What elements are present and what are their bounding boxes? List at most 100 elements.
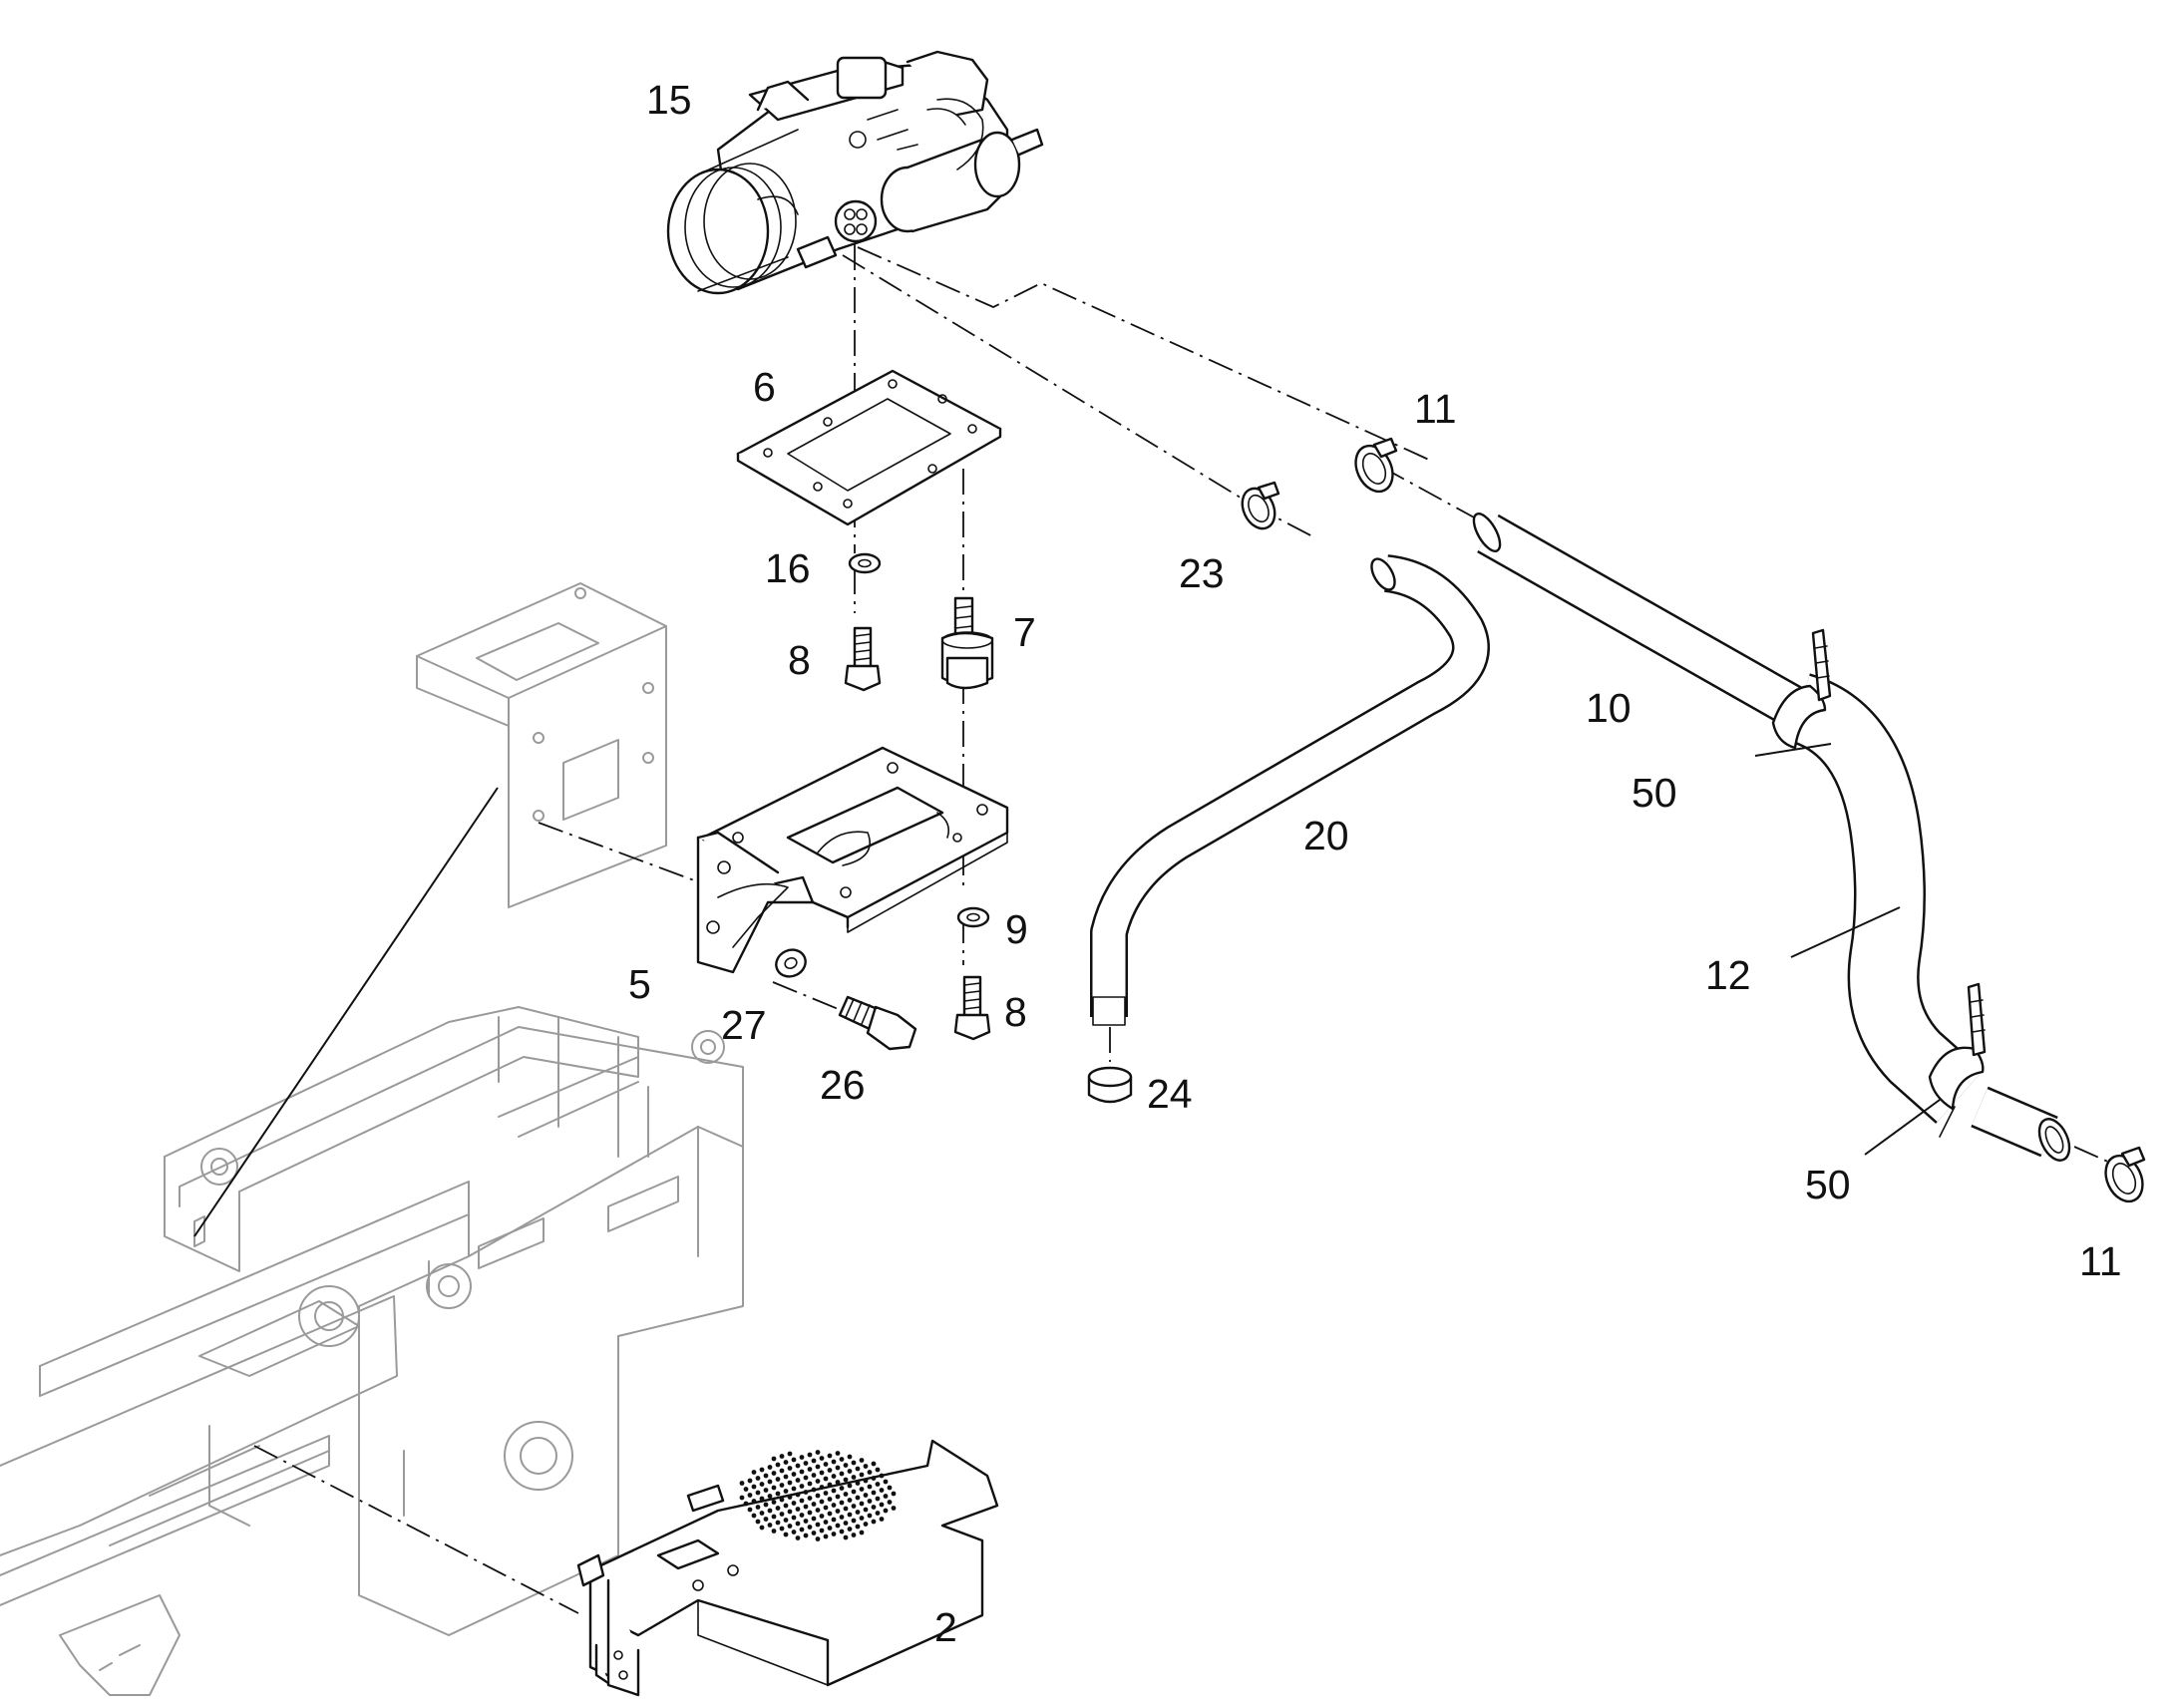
callout-24: 24: [1147, 1071, 1193, 1117]
grille-hole: [827, 1526, 833, 1531]
grille-hole: [811, 1531, 817, 1536]
grille-hole: [859, 1501, 865, 1507]
grille-hole: [807, 1510, 813, 1516]
hose-clamp-50-upper: [1771, 628, 1832, 750]
grille-hole: [767, 1465, 773, 1470]
grille-hole: [739, 1481, 745, 1486]
callout-50-lower: 50: [1805, 1162, 1851, 1207]
grille-hole: [843, 1477, 849, 1483]
grille-hole: [891, 1491, 897, 1497]
grille-hole: [807, 1452, 813, 1458]
grille-hole: [823, 1520, 829, 1525]
grille-hole: [883, 1494, 889, 1499]
grille-hole: [803, 1490, 809, 1495]
grille-hole: [835, 1509, 841, 1514]
hose-12: [1788, 673, 2071, 1162]
grille-hole: [847, 1527, 853, 1532]
grille-hole: [779, 1526, 785, 1532]
grille-hole: [879, 1517, 885, 1522]
grille-hole: [851, 1475, 857, 1480]
grille-hole: [879, 1473, 885, 1479]
hose-clamp-23: [1241, 481, 1280, 530]
grille-hole: [823, 1462, 829, 1467]
grille-hole: [863, 1493, 869, 1498]
callout-12: 12: [1705, 952, 1751, 998]
cover-grille: [739, 1450, 897, 1541]
grille-hole: [847, 1454, 853, 1460]
grille-hole: [851, 1489, 857, 1495]
grille-hole: [859, 1516, 865, 1521]
grille-hole: [815, 1464, 821, 1470]
grille-hole: [795, 1521, 801, 1527]
washer-9: [956, 906, 990, 928]
grille-hole: [795, 1536, 801, 1540]
callout-6: 6: [753, 364, 776, 410]
grille-hole: [771, 1471, 777, 1476]
grille-hole: [847, 1512, 853, 1518]
grille-hole: [863, 1522, 869, 1527]
grille-hole: [771, 1456, 777, 1462]
grille-hole: [843, 1506, 849, 1512]
mounting-bracket: [696, 746, 1009, 974]
grille-hole: [835, 1451, 841, 1456]
grille-hole: [807, 1481, 813, 1487]
grille-hole: [823, 1505, 829, 1511]
grille-hole: [783, 1503, 789, 1509]
grille-hole: [843, 1492, 849, 1497]
grille-hole: [835, 1494, 841, 1500]
grille-hole: [763, 1473, 769, 1479]
heater-unit: [666, 50, 1044, 295]
grille-hole: [855, 1481, 861, 1486]
grille-hole: [815, 1450, 821, 1455]
grille-hole: [823, 1534, 829, 1539]
grille-hole: [831, 1474, 837, 1479]
grille-hole: [831, 1517, 837, 1523]
grille-hole: [751, 1484, 757, 1490]
grille-hole: [859, 1530, 865, 1536]
grille-hole: [759, 1496, 765, 1502]
grille-hole: [803, 1504, 809, 1510]
grille-hole: [775, 1491, 781, 1497]
grille-hole: [827, 1482, 833, 1488]
bolt-8-lower: [953, 975, 991, 1041]
grille-hole: [807, 1525, 813, 1530]
grille-hole: [787, 1524, 793, 1529]
grille-hole: [883, 1508, 889, 1514]
grille-hole: [847, 1498, 853, 1503]
grille-hole: [779, 1454, 785, 1459]
hose-clamp-50-lower: [1928, 982, 1987, 1111]
grille-hole: [795, 1507, 801, 1512]
grille-hole: [799, 1484, 805, 1489]
grille-hole: [839, 1486, 845, 1491]
grille-hole: [767, 1523, 773, 1528]
grille-hole: [799, 1498, 805, 1504]
grille-hole: [751, 1513, 757, 1519]
callout-16: 16: [765, 545, 811, 591]
grille-hole: [855, 1466, 861, 1472]
cover-plate: [576, 1439, 999, 1697]
grille-hole: [863, 1464, 869, 1469]
grille-hole: [775, 1506, 781, 1511]
grille-hole: [795, 1463, 801, 1469]
grille-hole: [835, 1465, 841, 1471]
grille-hole: [791, 1530, 797, 1535]
grille-hole: [775, 1477, 781, 1482]
grille-hole: [835, 1523, 841, 1529]
grille-hole: [839, 1529, 845, 1535]
machine-frame: [0, 582, 744, 1696]
grille-hole: [811, 1516, 817, 1522]
grille-hole: [875, 1511, 881, 1516]
grille-hole: [791, 1457, 797, 1463]
callout-9: 9: [1005, 906, 1028, 952]
grille-hole: [763, 1488, 769, 1493]
grille-hole: [863, 1478, 869, 1484]
grille-hole: [819, 1456, 825, 1461]
grille-hole: [791, 1515, 797, 1521]
grille-hole: [783, 1489, 789, 1494]
grille-hole: [819, 1470, 825, 1476]
grille-hole: [803, 1475, 809, 1481]
grille-hole: [783, 1460, 789, 1465]
grille-hole: [779, 1512, 785, 1517]
grille-hole: [755, 1476, 761, 1481]
callout-8-upper: 8: [788, 637, 811, 683]
